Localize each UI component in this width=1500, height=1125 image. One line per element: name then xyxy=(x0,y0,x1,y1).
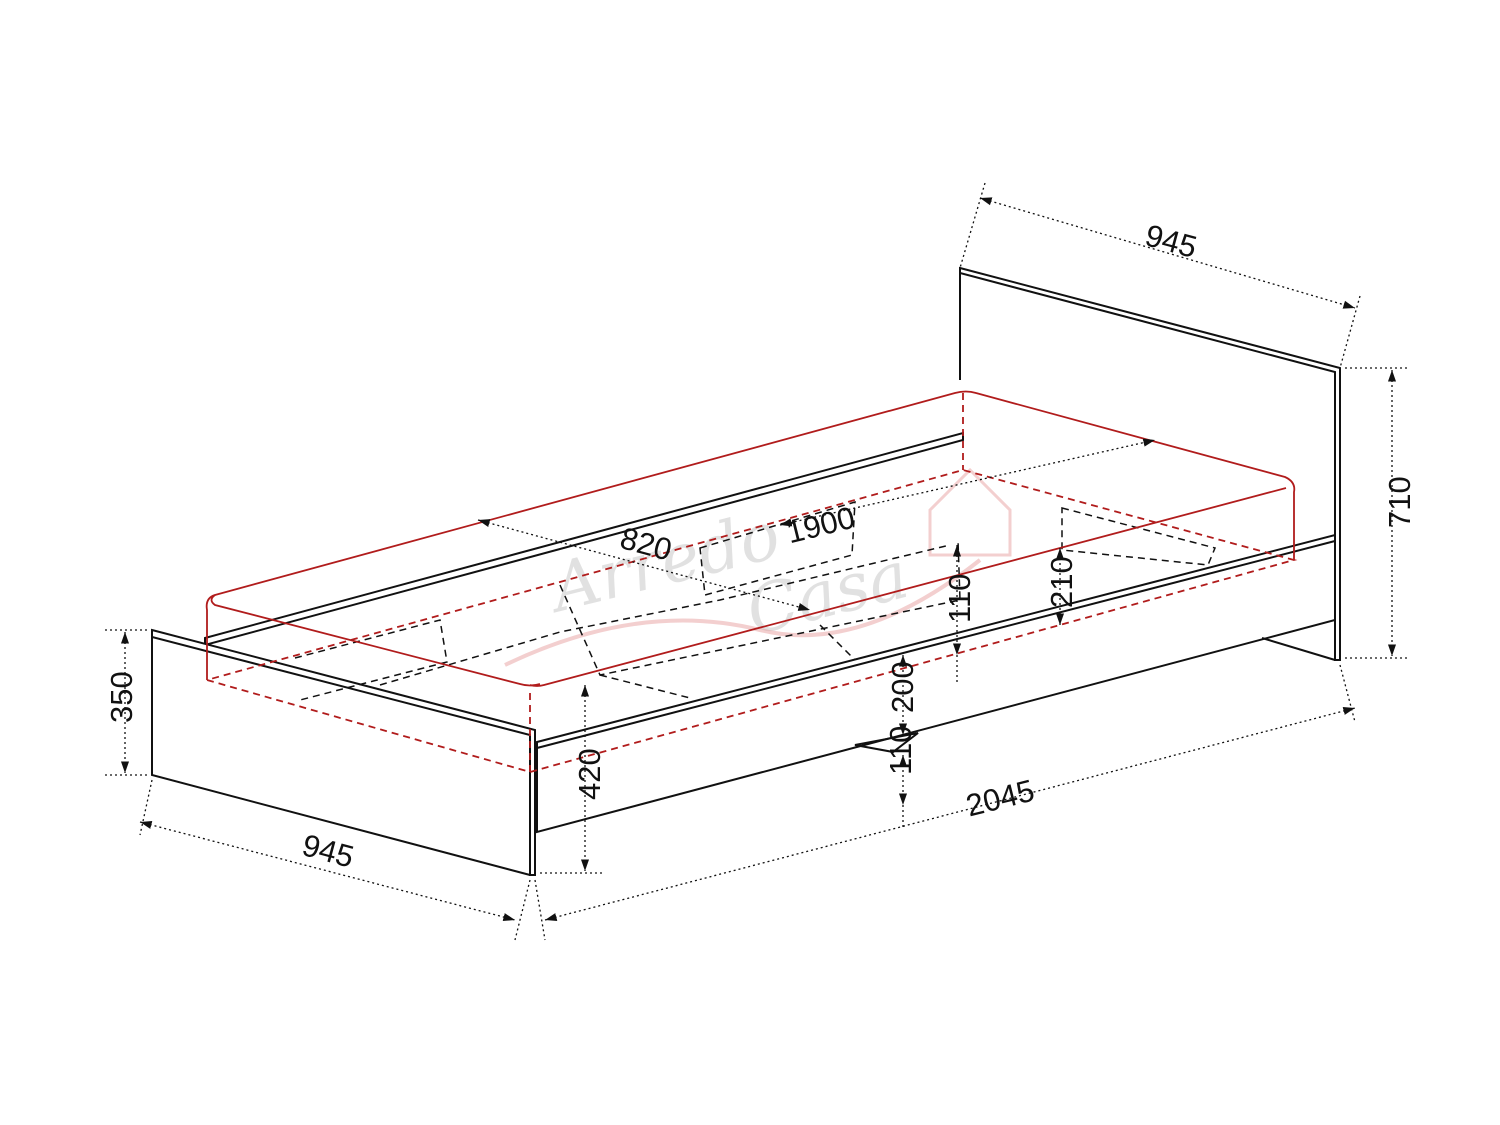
dim-headboard-width: 945 xyxy=(1142,218,1201,265)
dimension-lines xyxy=(105,182,1410,941)
dim-overall-length: 2045 xyxy=(962,773,1037,824)
dim-mattress-length: 1900 xyxy=(783,500,858,551)
watermark: Arredo Casa xyxy=(504,467,1012,667)
watermark-house-icon xyxy=(928,467,1012,557)
mattress-front-edge xyxy=(210,594,541,687)
dim-rail-height: 210 xyxy=(1044,556,1079,608)
dim-slat-gap: 110 xyxy=(942,574,977,623)
dim-headboard-height: 710 xyxy=(1382,476,1417,528)
dim-footboard-height: 350 xyxy=(104,671,139,723)
dim-bed-height: 420 xyxy=(572,748,607,800)
watermark-swash xyxy=(504,558,982,667)
dim-frame-to-mattress: 200 xyxy=(885,661,920,713)
dim-rail-to-floor: 110 xyxy=(883,726,918,775)
dim-footboard-width: 945 xyxy=(299,827,358,874)
